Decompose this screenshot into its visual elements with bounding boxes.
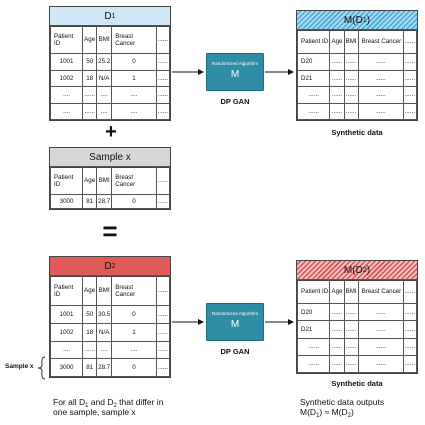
col-header: Patient ID: [49, 275, 84, 306]
col-header: Breast Cancer: [111, 275, 157, 306]
cell: ......: [343, 320, 359, 339]
col-header: BMI: [96, 25, 113, 54]
table-row: ........................: [49, 102, 171, 120]
table-row: D21........................: [296, 69, 418, 87]
algorithm-symbol: M: [230, 319, 240, 330]
algorithm-symbol: M: [230, 69, 240, 80]
sample-x-grid: Patient ID Age BMI Breast Cancer ...... …: [49, 166, 171, 209]
randomized-algorithm-box-top: Randomized Algorithm M: [206, 53, 264, 91]
cell: ......: [343, 354, 359, 374]
synthetic-data-label-top: Synthetic data: [331, 128, 383, 137]
cell: ......: [402, 102, 418, 120]
algorithm-title: Randomized Algorithm: [211, 61, 259, 66]
col-header: ......: [155, 275, 171, 306]
col-header: Patient ID: [49, 25, 84, 54]
plus-sign: +: [105, 121, 117, 143]
col-header: Breast Cancer: [357, 29, 404, 54]
col-header: BMI: [343, 29, 359, 54]
col-header: Breast Cancer: [111, 25, 157, 54]
right-note: Synthetic data outputs M(D1) ≈ M(D2): [300, 397, 422, 419]
cell: ......: [402, 337, 418, 356]
col-header: BMI: [343, 279, 359, 304]
sample-x-bracket-label: Sample x: [5, 363, 34, 370]
col-header: ......: [402, 29, 418, 54]
cell: ......: [155, 69, 171, 87]
cell: 3000: [49, 358, 84, 377]
cell: ......: [343, 102, 359, 120]
equals-sign: =: [102, 216, 118, 246]
randomized-algorithm-box-bottom: Randomized Algorithm M: [206, 303, 264, 341]
cell: 3000: [49, 194, 84, 209]
dp-gan-label-top: DP GAN: [220, 97, 250, 106]
synthetic-data-label-bottom: Synthetic data: [331, 379, 383, 388]
cell: D21: [296, 320, 331, 339]
cell: ......: [155, 194, 171, 209]
synthetic-m-d1-grid: Patient ID Age BMI Breast Cancer ...... …: [296, 29, 418, 120]
left-note-line2: one sample, sample x: [53, 407, 136, 417]
col-header: Breast Cancer: [111, 166, 157, 195]
col-header: ......: [155, 25, 171, 54]
table-row: ..............................: [296, 102, 418, 120]
cell: ......: [296, 102, 331, 120]
cell: ......: [155, 102, 171, 120]
table-row: ..............................: [296, 354, 418, 374]
table-row: D20........................: [296, 302, 418, 322]
dataset-d1-grid: Patient ID Age BMI Breast Cancer ...... …: [49, 25, 171, 120]
brace-icon: [37, 356, 46, 380]
dp-gan-label-bottom: DP GAN: [220, 347, 250, 356]
cell: 0: [111, 358, 157, 377]
cell: 0: [111, 194, 157, 209]
dataset-d2-grid: Patient ID Age BMI Breast Cancer ...... …: [49, 275, 171, 377]
cell: 1001: [49, 53, 84, 71]
right-note-line2: M(D1) ≈ M(D2): [300, 407, 354, 419]
left-note: For all D1 and D2 that differ in one sam…: [53, 397, 183, 417]
cell: ......: [402, 354, 418, 374]
right-note-line1: Synthetic data outputs: [300, 397, 385, 407]
algorithm-title: Randomized Algorithm: [211, 311, 259, 316]
cell: ......: [296, 354, 331, 374]
col-header: Patient ID: [296, 29, 331, 54]
cell: ....: [49, 102, 84, 120]
left-note-line1: For all D1 and D2 that differ in: [53, 397, 164, 409]
sample-x-table: Sample x Patient ID Age BMI Breast Cance…: [49, 147, 171, 210]
cell: 28.7: [96, 194, 113, 209]
col-header: Patient ID: [49, 166, 84, 195]
table-row: ..............................: [296, 86, 418, 104]
cell: ......: [155, 358, 171, 377]
col-header: Patient ID: [296, 279, 331, 304]
synthetic-m-d2-grid: Patient ID Age BMI Breast Cancer ...... …: [296, 279, 418, 374]
